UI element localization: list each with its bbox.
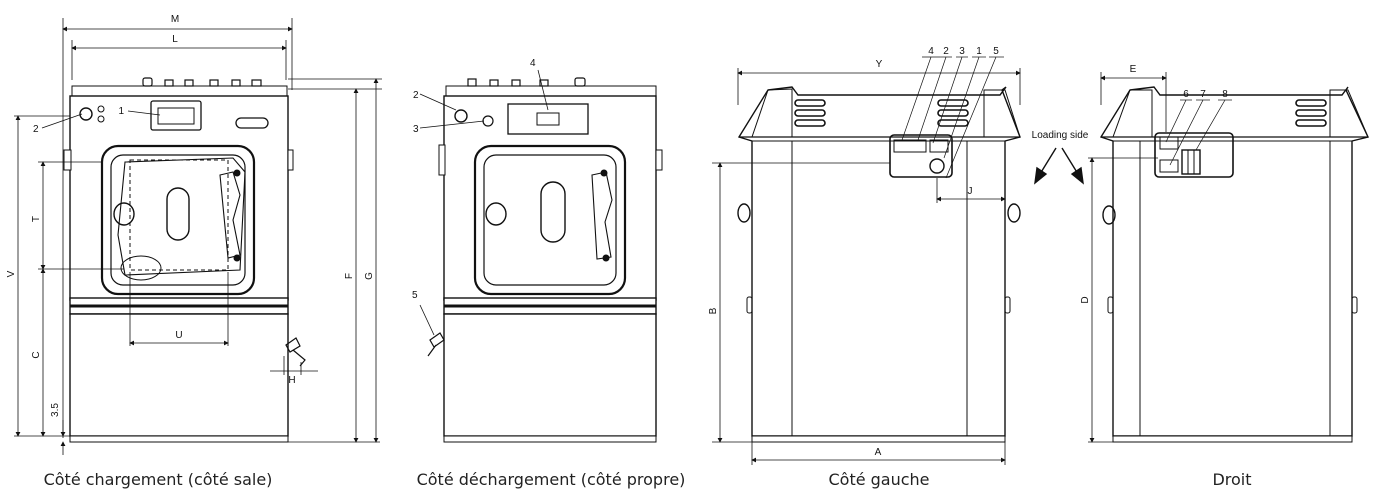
door-frame bbox=[100, 144, 256, 296]
right-side-view bbox=[1088, 72, 1369, 443]
top-fittings bbox=[142, 77, 262, 87]
control-display bbox=[150, 100, 202, 131]
caption-front-unload: Côté déchargement (côté propre) bbox=[416, 470, 686, 489]
right-side-labels: E D 6 7 8 bbox=[1080, 64, 1228, 304]
dim-3-5: 3.5 bbox=[50, 403, 61, 417]
dim-C: C bbox=[31, 351, 42, 358]
callout-5: 5 bbox=[412, 290, 418, 301]
callout-6: 6 bbox=[1183, 89, 1189, 100]
dim-Y: Y bbox=[876, 59, 883, 70]
loading-side-arrows bbox=[1034, 147, 1084, 185]
front-unload-view bbox=[419, 69, 663, 443]
caption-front-load: Côté chargement (côté sale) bbox=[43, 470, 273, 489]
callout-2: 2 bbox=[33, 124, 39, 135]
left-side-labels: Y B A J 4 2 3 1 5 bbox=[708, 46, 999, 458]
dim-J: J bbox=[968, 186, 973, 197]
dim-F: F bbox=[344, 273, 355, 279]
dim-V: V bbox=[6, 270, 17, 277]
caption-left-side: Côté gauche bbox=[828, 470, 930, 489]
door-window bbox=[166, 187, 190, 241]
front-unload-labels: 2 3 4 5 bbox=[412, 58, 536, 301]
dim-A: A bbox=[875, 447, 882, 458]
dim-L: L bbox=[172, 34, 178, 45]
callout-7: 7 bbox=[1200, 89, 1206, 100]
dim-D: D bbox=[1080, 296, 1091, 303]
callout-2: 2 bbox=[943, 46, 949, 57]
badge bbox=[235, 117, 269, 129]
callout-4: 4 bbox=[530, 58, 536, 69]
dim-B: B bbox=[708, 307, 719, 314]
dim-M: M bbox=[171, 14, 179, 25]
dim-E: E bbox=[1130, 64, 1137, 75]
left-side-view bbox=[712, 56, 1021, 465]
callout-1: 1 bbox=[976, 46, 982, 57]
dim-T: T bbox=[31, 216, 42, 222]
callout-1: 1 bbox=[118, 106, 124, 117]
loading-side-label: Loading side bbox=[1032, 130, 1089, 141]
callout-5: 5 bbox=[993, 46, 999, 57]
callout-2: 2 bbox=[413, 90, 419, 101]
caption-right-side: Droit bbox=[1212, 470, 1252, 489]
front-load-labels: M L V T C 3.5 F G U H 1 2 bbox=[6, 14, 375, 417]
callout-3: 3 bbox=[959, 46, 965, 57]
callout-3: 3 bbox=[413, 124, 419, 135]
callout-8: 8 bbox=[1222, 89, 1228, 100]
front-load-view bbox=[14, 18, 382, 455]
cabinet-lower bbox=[69, 313, 289, 437]
dim-U: U bbox=[175, 330, 182, 341]
dim-G: G bbox=[364, 272, 375, 280]
callout-4: 4 bbox=[928, 46, 934, 57]
dim-H: H bbox=[288, 375, 295, 386]
